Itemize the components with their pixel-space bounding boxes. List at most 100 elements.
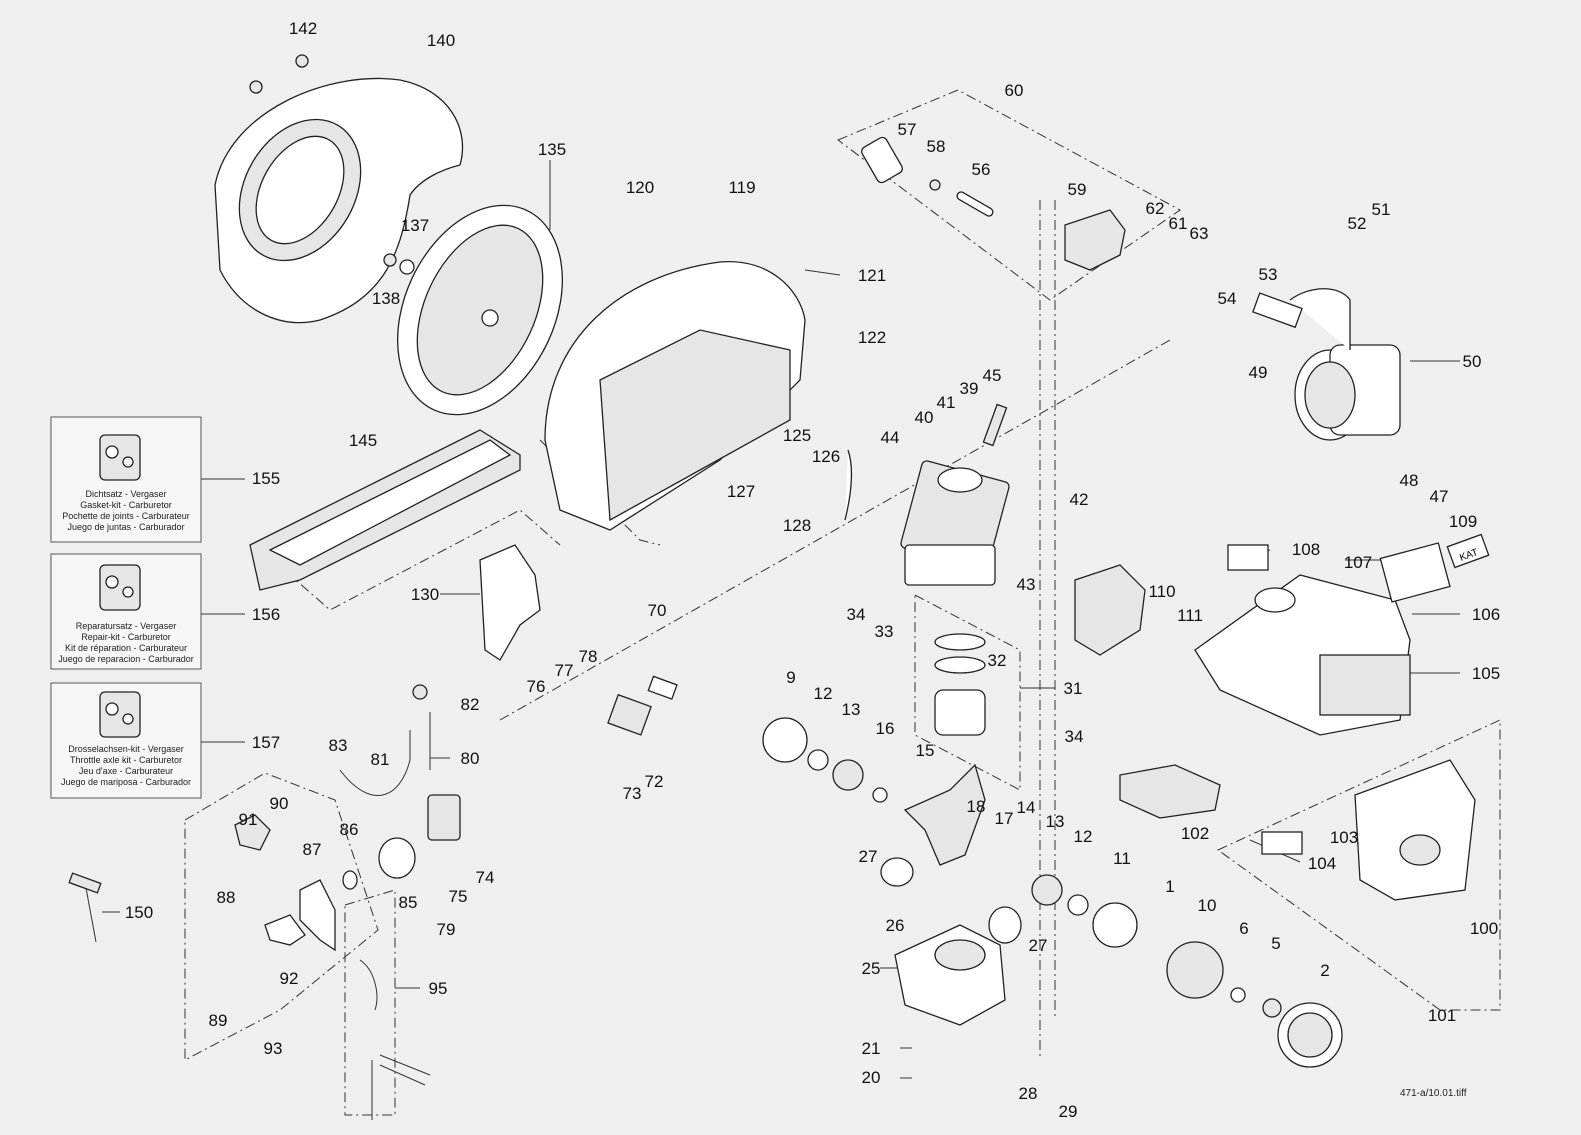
callout-34: 34 <box>1065 727 1084 746</box>
gasket-70 <box>647 675 678 700</box>
piston-31 <box>934 689 986 736</box>
callout-77: 77 <box>555 661 574 680</box>
callout-95: 95 <box>429 979 448 998</box>
hose-95 <box>359 959 378 1011</box>
filter-housing-87 <box>299 879 336 952</box>
nut-5 <box>1262 998 1282 1018</box>
wrench-150 <box>68 872 102 943</box>
callout-107: 107 <box>1344 553 1372 572</box>
callout-9: 9 <box>786 668 795 687</box>
callout-140: 140 <box>427 31 455 50</box>
callout-11: 11 <box>1113 849 1131 868</box>
callout-1: 1 <box>1165 877 1174 896</box>
callout-57: 57 <box>898 120 917 139</box>
knob-82 <box>412 684 428 700</box>
callout-63: 63 <box>1190 224 1209 243</box>
washer-6 <box>1230 987 1246 1003</box>
wires-95 <box>371 1054 431 1120</box>
kit-156-caption-line: Repair-kit - Carburetor <box>81 632 171 642</box>
callout-45: 45 <box>983 366 1002 385</box>
oring-27b <box>988 906 1022 944</box>
callout-56: 56 <box>972 160 991 179</box>
group-60-outline <box>837 89 1181 301</box>
callout-42: 42 <box>1070 490 1089 509</box>
callout-90: 90 <box>270 794 289 813</box>
kit-box-157 <box>50 682 202 799</box>
cover-105 <box>1194 574 1411 736</box>
file-id: 471-a/10.01.tiff <box>1400 1088 1467 1099</box>
callout-14: 14 <box>1017 798 1036 817</box>
callout-53: 53 <box>1259 265 1278 284</box>
ring-16 <box>872 787 888 803</box>
callout-89: 89 <box>209 1011 228 1030</box>
callout-130: 130 <box>411 585 439 604</box>
callout-137: 137 <box>401 216 429 235</box>
blower-cover-140 <box>214 77 464 324</box>
callout-86: 86 <box>340 820 359 839</box>
callout-73: 73 <box>623 784 642 803</box>
callout-106: 106 <box>1472 605 1500 624</box>
callout-27: 27 <box>859 847 878 866</box>
carburetor-75 <box>427 794 461 841</box>
callout-121: 121 <box>858 266 886 285</box>
kat-tag-109: KAT <box>1446 533 1490 569</box>
callout-122: 122 <box>858 328 886 347</box>
callout-138: 138 <box>372 289 400 308</box>
callout-79: 79 <box>437 920 456 939</box>
callout-100: 100 <box>1470 919 1498 938</box>
kit-157-caption-line: Jeu d'axe - Carburateur <box>79 766 173 776</box>
callout-125: 125 <box>783 426 811 445</box>
callout-62: 62 <box>1146 199 1165 218</box>
crankshaft-15 <box>903 763 986 866</box>
cylinder-40 <box>900 460 1010 586</box>
kit-157-caption-line: Throttle axle kit - Carburetor <box>70 755 182 765</box>
spring-58 <box>929 179 941 191</box>
oring-85 <box>378 837 416 879</box>
callout-120: 120 <box>626 178 654 197</box>
callout-92: 92 <box>280 969 299 988</box>
callout-49: 49 <box>1249 363 1268 382</box>
oring-27a <box>880 857 914 887</box>
throttle-92 <box>264 914 306 946</box>
filter-102 <box>1119 764 1221 819</box>
kit-155-caption-line: Pochette de joints - Carburateur <box>62 511 190 521</box>
callout-51: 51 <box>1372 200 1391 219</box>
callout-40: 40 <box>915 408 934 427</box>
callout-13: 13 <box>842 700 861 719</box>
kit-156-caption-line: Reparatursatz - Vergaser <box>76 621 177 631</box>
callout-85: 85 <box>399 893 418 912</box>
callout-17: 17 <box>995 809 1014 828</box>
kit-157-caption-line: Drosselachsen-kit - Vergaser <box>68 744 184 754</box>
callout-80: 80 <box>461 749 480 768</box>
kit-155-caption-line: Dichtsatz - Vergaser <box>85 489 166 499</box>
callout-119: 119 <box>728 178 755 197</box>
callout-61: 61 <box>1169 214 1188 233</box>
group-93-outline <box>184 772 379 1061</box>
callout-127: 127 <box>727 482 755 501</box>
callout-109: 109 <box>1449 512 1477 531</box>
callout-110: 110 <box>1148 582 1175 601</box>
callout-50: 50 <box>1463 352 1482 371</box>
muffler-50 <box>1289 288 1401 441</box>
callout-28: 28 <box>1019 1084 1038 1103</box>
callout-47: 47 <box>1430 487 1449 506</box>
callout-6: 6 <box>1239 919 1248 938</box>
decal-107 <box>1379 542 1451 603</box>
choke-91 <box>234 814 271 851</box>
nut-small <box>249 80 263 94</box>
callout-76: 76 <box>527 677 546 696</box>
callout-128: 128 <box>783 516 811 535</box>
kit-155-caption-line: Juego de juntas - Carburador <box>67 522 184 532</box>
callout-10: 10 <box>1198 896 1217 915</box>
nut-142 <box>295 54 309 68</box>
callout-103: 103 <box>1330 828 1358 847</box>
housing-120 <box>544 261 806 531</box>
bearing-13b <box>1031 874 1063 906</box>
callout-87: 87 <box>303 840 322 859</box>
callout-88: 88 <box>217 888 236 907</box>
callout-60: 60 <box>1005 81 1024 100</box>
callout-41: 41 <box>937 393 956 412</box>
callout-111: 111 <box>1177 606 1203 625</box>
